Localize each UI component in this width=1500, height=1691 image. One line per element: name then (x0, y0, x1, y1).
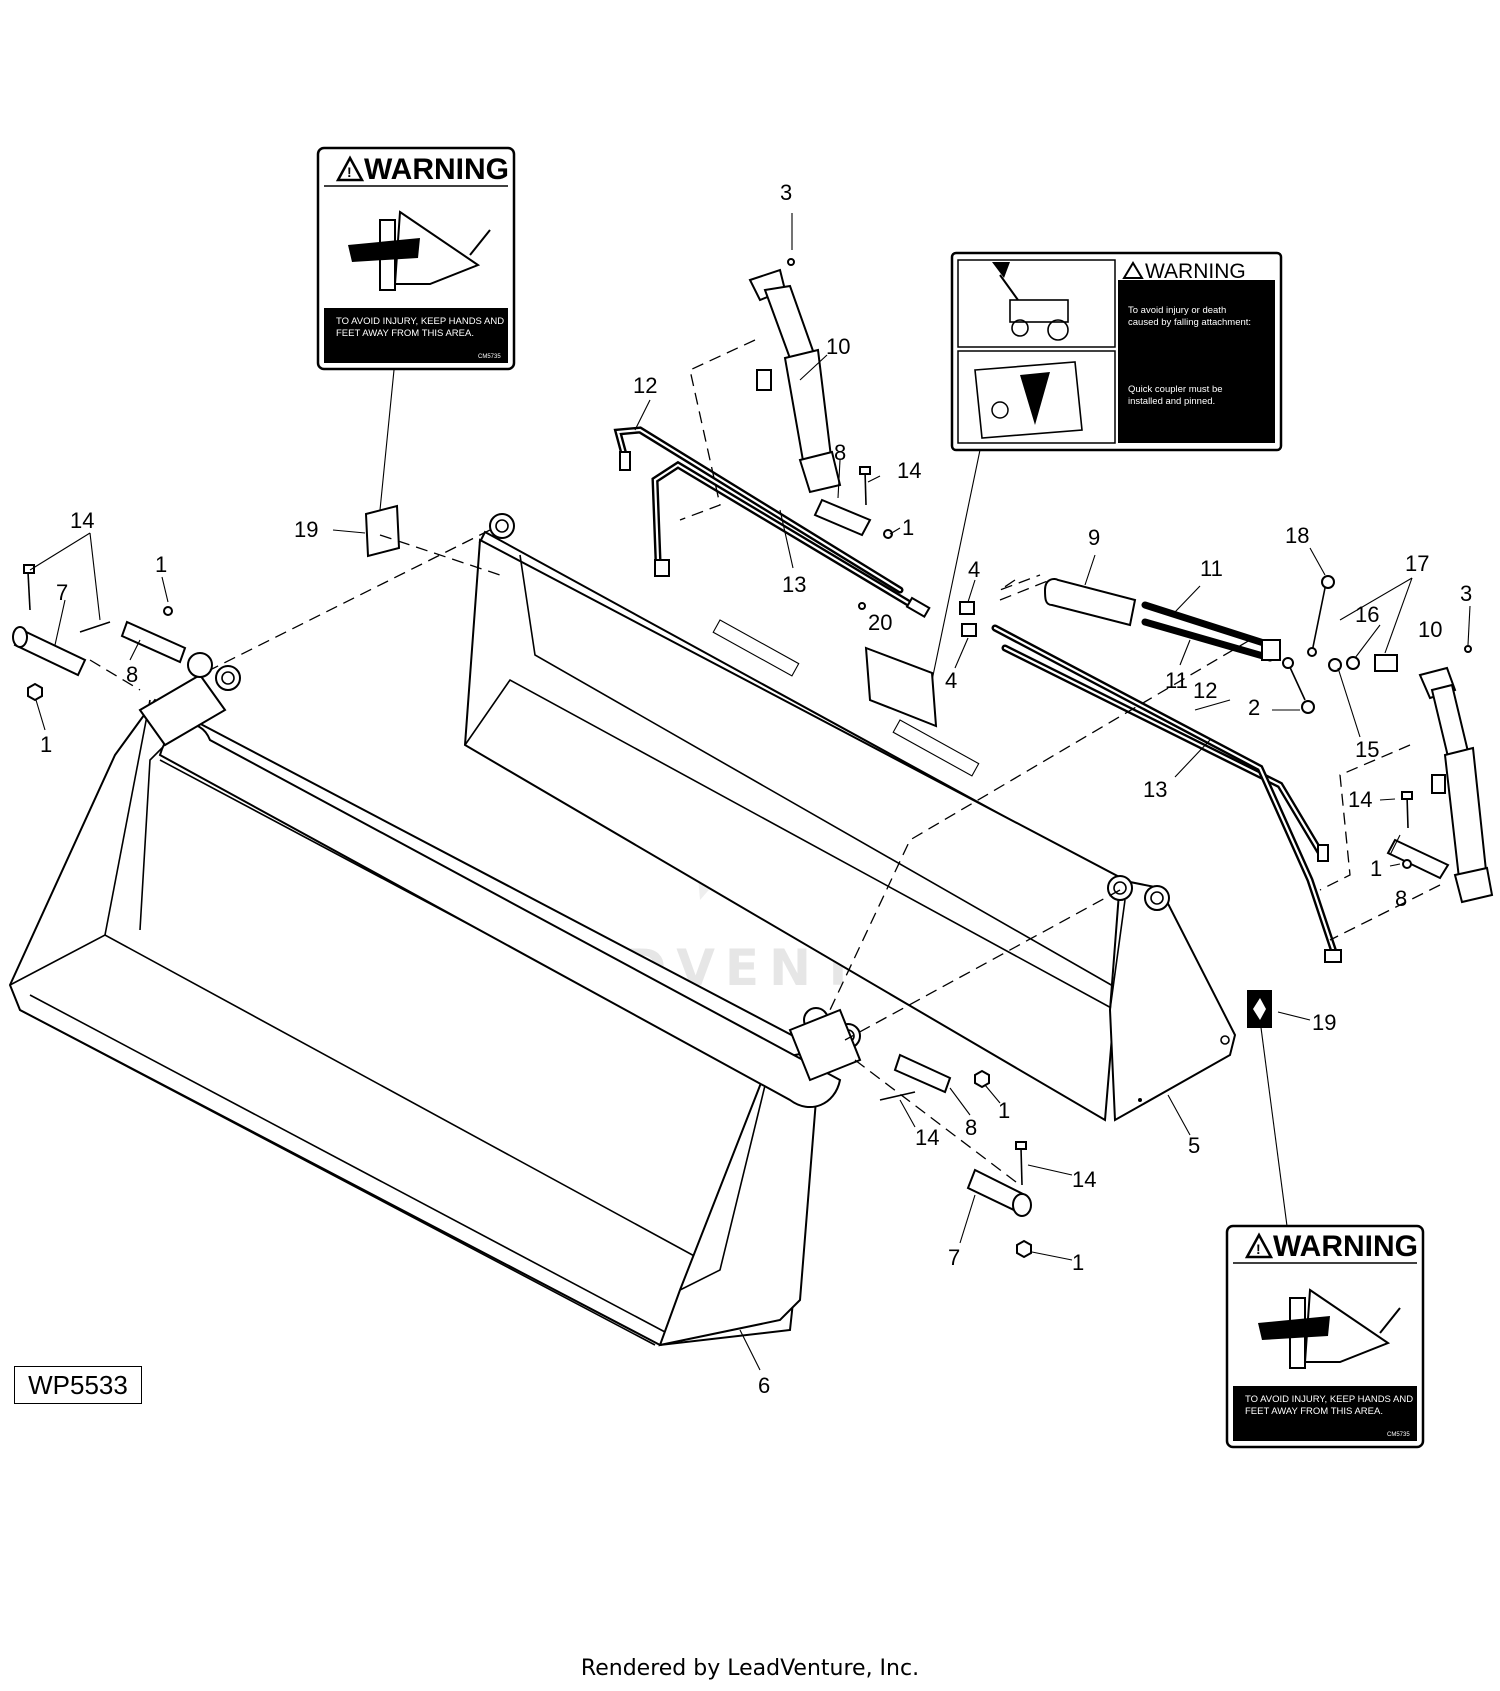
callout: 3 (780, 180, 792, 205)
callouts: 3 10 12 8 14 1 13 19 14 1 7 8 1 4 4 20 9… (40, 180, 1472, 1398)
pin-part-8-left (120, 620, 187, 664)
hand-pinch-pictogram (348, 210, 491, 291)
callout: 16 (1355, 602, 1379, 627)
callout: 7 (948, 1245, 960, 1270)
callout: 11 (1165, 668, 1188, 693)
leader-lines (29, 213, 1471, 1371)
callout: 1 (40, 732, 52, 757)
hydraulic-cylinder-left (748, 258, 842, 494)
callout: 12 (633, 373, 657, 398)
callout: 4 (945, 668, 957, 693)
callout: 9 (1088, 525, 1100, 550)
callout: 4 (968, 557, 980, 582)
callout: 14 (897, 458, 921, 483)
hydraulic-cylinder-right (1418, 645, 1494, 904)
callout: 13 (1143, 777, 1167, 802)
fittings-part-4 (959, 601, 977, 637)
callout: 13 (782, 572, 806, 597)
pin-part-8-top (813, 466, 893, 539)
warning-decal-top-middle: WARNING To avoid injury or death caused … (950, 251, 1283, 452)
callout: 1 (998, 1098, 1010, 1123)
hoses-left (613, 426, 931, 619)
callout: 1 (902, 515, 914, 540)
callout: 3 (1460, 581, 1472, 606)
warning-c-title: WARNING (1273, 1230, 1418, 1263)
callout: 17 (1405, 551, 1429, 576)
callout: 7 (56, 580, 68, 605)
decal-19-right (1247, 990, 1272, 1028)
callout: 8 (834, 440, 846, 465)
callout: 10 (826, 334, 850, 359)
decal-20 (864, 646, 938, 728)
callout: 19 (1312, 1010, 1336, 1035)
callout: 1 (155, 552, 167, 577)
callout: 15 (1355, 737, 1379, 762)
svg-text:CM5735: CM5735 (478, 354, 501, 360)
footer-credit: Rendered by LeadVenture, Inc. (580, 1656, 920, 1681)
tractor-pictogram (992, 262, 1069, 341)
callout: 11 (1200, 556, 1223, 581)
pin-part-7-bottom (966, 1141, 1032, 1259)
svg-text:CM5735: CM5735 (1387, 1432, 1410, 1438)
callout: 8 (965, 1115, 977, 1140)
coupler-pictogram (974, 361, 1083, 439)
nut-part-1-left (27, 606, 173, 702)
warning-decal-bottom-right: ! WARNING TO AVOID INJURY, KEEP HANDS AN… (1225, 1224, 1425, 1449)
bolt-part-14-left (23, 564, 111, 633)
hoses-11 (1141, 601, 1281, 662)
svg-text:caused by falling attachment:: caused by falling attachment: (1128, 317, 1251, 328)
warning-a-title: WARNING (364, 153, 509, 186)
svg-text:TO AVOID INJURY, KEEP HANDS AN: TO AVOID INJURY, KEEP HANDS AND (336, 316, 504, 327)
svg-text:FEET AWAY FROM THIS AREA.: FEET AWAY FROM THIS AREA. (1245, 1406, 1383, 1417)
callout: 10 (1418, 617, 1442, 642)
decal-19-left (364, 504, 401, 558)
callout: 8 (126, 662, 138, 687)
pin-part-8-bottom (879, 1053, 990, 1101)
svg-text:Quick coupler must be: Quick coupler must be (1128, 384, 1223, 395)
callout: 14 (1348, 787, 1372, 812)
hand-pinch-pictogram (1258, 1288, 1401, 1369)
svg-text:!: ! (347, 164, 352, 180)
bucket-part-6 (8, 652, 862, 1347)
callout: 2 (1248, 695, 1260, 720)
svg-text:installed and pinned.: installed and pinned. (1128, 396, 1215, 407)
svg-text:!: ! (1256, 1241, 1261, 1257)
svg-text:FEET AWAY FROM THIS AREA.: FEET AWAY FROM THIS AREA. (336, 328, 474, 339)
callout: 1 (1370, 856, 1382, 881)
callout: 14 (1072, 1167, 1096, 1192)
assembly-lines (89, 339, 1441, 1186)
svg-text:To avoid injury or death: To avoid injury or death (1128, 305, 1226, 316)
pin-part-7-left (12, 626, 87, 677)
callout: 1 (1072, 1250, 1084, 1275)
coupler-parts-15-18 (1282, 575, 1398, 714)
callout: 18 (1285, 523, 1309, 548)
callout: 5 (1188, 1133, 1200, 1158)
svg-text:TO AVOID INJURY, KEEP HANDS AN: TO AVOID INJURY, KEEP HANDS AND (1245, 1394, 1413, 1405)
warning-decal-top-left: ! WARNING TO AVOID INJURY, KEEP HANDS AN… (316, 146, 516, 371)
pin-part-8-right (1386, 791, 1450, 880)
figure-id-label: WP5533 (14, 1366, 142, 1404)
callout: 8 (1395, 886, 1407, 911)
bucket-part-5 (463, 513, 1237, 1122)
callout: 14 (70, 508, 94, 533)
callout: 12 (1193, 678, 1217, 703)
callout: 6 (758, 1373, 770, 1398)
sleeve-part-9 (1043, 578, 1137, 627)
warning-b-title: WARNING (1145, 260, 1246, 283)
callout: 20 (868, 610, 892, 635)
callout: 14 (915, 1125, 939, 1150)
callout: 19 (294, 517, 318, 542)
hoses-right (991, 624, 1342, 963)
